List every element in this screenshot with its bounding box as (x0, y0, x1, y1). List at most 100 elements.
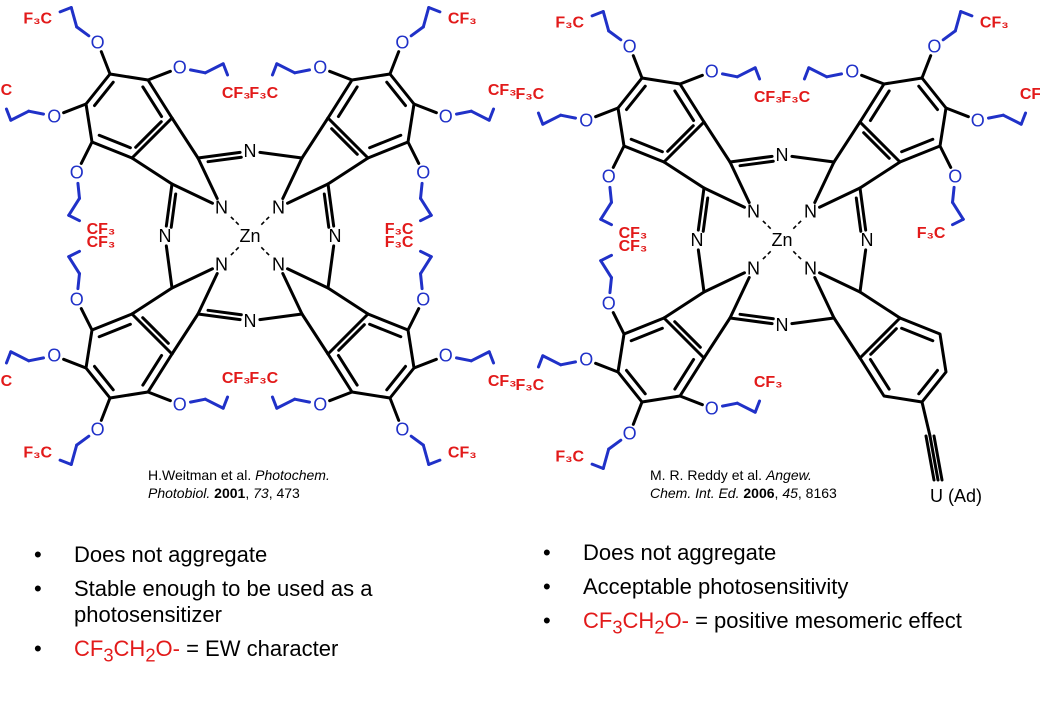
ch2-cf3-bond (753, 399, 762, 414)
meso-nitrogen-atom: N (861, 230, 874, 250)
c-o-bond (99, 50, 112, 76)
citation-volume: 45 (782, 485, 798, 501)
cf3-group: CF₃ (754, 89, 783, 106)
oxygen-atom: O (579, 350, 593, 370)
benzene-double-bond (673, 357, 696, 391)
meso-nitrogen-atom: N (244, 141, 257, 161)
o-ch2-bond (293, 397, 312, 404)
c-o-bond (860, 73, 886, 86)
pyrrole-bond (702, 316, 732, 360)
o-ch2-bond (75, 25, 91, 38)
o-ch2-bond (720, 72, 739, 79)
formula-ch: CH (622, 608, 655, 633)
cf3-group: CF₃ (488, 373, 517, 390)
citation-volume: 73 (253, 485, 269, 501)
oxygen-atom: O (416, 290, 430, 310)
benzene-double-bond (385, 80, 407, 108)
o-ch2-bond (608, 276, 613, 295)
formula-sub: 3 (103, 644, 114, 666)
benzene-double-bond (97, 322, 132, 339)
pyrrole-beta-bond-double (666, 124, 695, 153)
c-o-bond (62, 357, 88, 370)
pyrrole-beta-bond (662, 120, 706, 164)
ch2-bond (469, 350, 491, 363)
ch2-bond (69, 443, 79, 466)
meso-nitrogen-atom: N (244, 311, 257, 331)
c-o-bond (678, 73, 704, 86)
c-o-bond (79, 140, 94, 165)
o-ch2-bond (559, 113, 578, 120)
benzene-ring (858, 76, 948, 164)
formula-o: O- (155, 636, 180, 661)
benzene-double-bond (900, 326, 935, 343)
ch2-bond (541, 354, 563, 367)
formula-o: O- (664, 608, 689, 633)
benzene-ring (616, 76, 706, 164)
o-ch2-bond (409, 434, 425, 447)
pyrrole-bond (832, 120, 862, 164)
c-o-bond (388, 396, 401, 422)
pyrrole-beta-bond (326, 116, 370, 160)
oxygen-atom: O (948, 166, 962, 186)
pyrrole-bond (818, 186, 862, 209)
oxygen-atom: O (173, 58, 187, 78)
oxygen-atom: O (705, 62, 719, 82)
citation-authors: M. R. Reddy et al. (650, 467, 766, 483)
cf3-group: CF₃ (448, 11, 477, 28)
ch2-cf3-bond (221, 395, 230, 410)
oxygen-atom: O (70, 162, 84, 182)
formula-sub: 2 (654, 616, 665, 638)
ch2-cf3-bond (1019, 111, 1028, 126)
f3c-group: F₃C (555, 448, 584, 465)
ch2-cf3-bond (487, 107, 496, 122)
c-o-bond (594, 106, 620, 119)
pyrrole-bond (300, 116, 330, 160)
o-ch2-bond (454, 356, 473, 363)
meso-bond-double (322, 192, 331, 229)
citation-pages: , 473 (268, 485, 300, 501)
meso-bond (258, 150, 304, 160)
citation-journal: Photochem. (255, 467, 330, 483)
ch2-cf3-bond (58, 6, 73, 14)
pyrrole-bond (832, 316, 862, 360)
pyrrole-bond (728, 160, 751, 204)
cf3-group: CF₃ (754, 374, 783, 391)
ch2-bond (735, 66, 757, 79)
ch2-cf3-bond (599, 253, 613, 263)
formula-cf: CF (583, 608, 613, 633)
citation-journal-cont: Photobiol. (148, 485, 211, 501)
oxygen-atom: O (439, 106, 453, 126)
bullet-item-formula: CF3CH2O- = EW character (34, 636, 474, 668)
pyrrole-bond (702, 186, 746, 209)
pyrrole-bond (170, 312, 200, 356)
c-o-bond (146, 390, 172, 403)
oxygen-atom: O (623, 424, 637, 444)
inner-nitrogen-atom: N (804, 259, 817, 279)
oxygen-atom: O (705, 398, 719, 418)
citation-year: 2001 (214, 485, 246, 501)
meso-bond (696, 186, 706, 232)
benzene-double-bond (868, 89, 891, 123)
citation-authors: H.Weitman et al. (148, 467, 256, 483)
benzene-double-bond (97, 133, 132, 150)
benzene-double-bond (93, 80, 115, 108)
pyrrole-beta-bond (130, 116, 174, 160)
o-ch2-bond (27, 109, 46, 116)
benzene-double-bond (917, 84, 939, 112)
zinc-atom: Zn (771, 230, 792, 250)
ch2-bond (419, 196, 433, 217)
pyrrole-bond (300, 312, 330, 356)
oxygen-atom: O (47, 106, 61, 126)
zn-n-coordination-bond (228, 246, 240, 258)
zn-n-coordination-bond (792, 250, 804, 262)
formula-cf: CF (74, 636, 104, 661)
meso-bond (858, 248, 868, 294)
oxygen-atom: O (91, 420, 105, 440)
pyrrole-bond (130, 286, 174, 316)
oxygen-atom: O (47, 346, 61, 366)
zinc-atom: Zn (239, 226, 260, 246)
o-ch2-bond (454, 109, 473, 116)
inner-nitrogen-atom: N (215, 255, 228, 275)
benzene-ring (858, 316, 948, 404)
cf3-group: CF₃ (980, 15, 1009, 32)
